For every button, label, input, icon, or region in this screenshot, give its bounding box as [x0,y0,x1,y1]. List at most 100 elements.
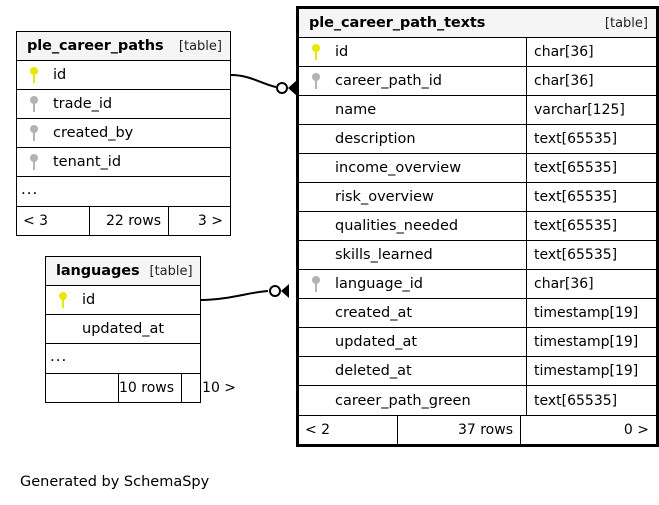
column-name-cell: trade_id [17,90,230,118]
table-node-languages[interactable]: languages [table] id updated_at... 10 rows 10… [45,256,236,403]
more-columns-cell: ... [46,344,200,373]
footer-prev-label: < 3 [23,213,49,229]
column-type-cell: text[65535] [526,154,656,182]
table-row[interactable]: career_path_id char[36] [299,67,656,96]
table-title: ple_career_path_texts [309,15,486,31]
key-slot [305,73,327,89]
table-header-ple-career-paths: ple_career_paths[table] [17,32,230,61]
column-name: id [53,67,67,83]
table-row[interactable]: created_by [17,119,230,148]
table-row[interactable]: id [46,286,200,315]
table-header-ple-career-path-texts: ple_career_path_texts [table] [299,9,656,38]
column-type-cell: timestamp[19] [526,328,656,356]
table-row[interactable]: deleted_at timestamp[19] [299,357,656,386]
table-row[interactable]: id char[36] [299,38,656,67]
table-row[interactable]: income_overview text[65535] [299,154,656,183]
column-name-cell: updated_at [299,328,526,356]
key-slot [52,292,74,308]
column-name: qualities_needed [335,218,459,234]
table-row[interactable]: tenant_id [17,148,230,177]
footer-next-label: 10 > [202,380,237,396]
table-footer-row: < 2 37 rows 0 > [299,415,656,444]
footer-next-button[interactable]: 3 > [168,207,230,235]
cardinality-zero-marker [269,285,281,297]
table-header-languages: languages [table] [46,257,200,286]
footer-next-button[interactable]: 10 > [181,374,243,402]
column-name: id [82,292,96,308]
footer-row-count-label: 37 rows [457,422,513,438]
table-type-tag: [table] [149,263,193,279]
column-name: career_path_id [335,73,443,89]
foreign-key-icon [312,276,320,292]
column-type-cell: text[65535] [526,183,656,211]
column-name: updated_at [335,334,418,350]
column-type: char[36] [534,73,594,89]
column-name-cell: qualities_needed [299,212,526,240]
ellipsis-label: ... [21,180,39,198]
column-name: language_id [335,276,423,292]
key-slot [23,67,45,83]
foreign-key-icon [30,125,38,141]
column-name-cell: id [299,38,526,66]
table-row[interactable]: created_at timestamp[19] [299,299,656,328]
table-row[interactable]: updated_at [46,315,200,344]
foreign-key-icon [30,96,38,112]
foreign-key-icon [30,154,38,170]
column-type: text[65535] [534,189,618,205]
column-type: timestamp[19] [534,363,639,379]
table-type-tag: [table] [604,15,648,31]
column-name-cell: tenant_id [17,148,230,176]
primary-key-icon [312,44,320,60]
footer-prev-button[interactable] [46,374,118,402]
table-row[interactable]: risk_overview text[65535] [299,183,656,212]
footer-prev-label: < 2 [305,422,331,438]
footer-next-button[interactable]: 0 > [520,416,656,444]
cardinality-many-marker [288,81,296,95]
table-type-tag: [table] [178,38,222,54]
footer-row-count: 10 rows [118,374,181,402]
table-row[interactable]: id [17,61,230,90]
column-type: text[65535] [534,160,618,176]
column-name-cell: risk_overview [299,183,526,211]
column-type: char[36] [534,276,594,292]
column-name-cell: id [46,286,200,314]
column-name: deleted_at [335,363,412,379]
column-name-cell: income_overview [299,154,526,182]
footer-row-count-label: 22 rows [105,213,161,229]
column-name: name [335,102,377,118]
column-type-cell: char[36] [526,38,656,66]
key-slot [23,154,45,170]
column-name: income_overview [335,160,462,176]
column-type: timestamp[19] [534,305,639,321]
footer-prev-button[interactable]: < 2 [299,416,397,444]
footer-prev-button[interactable]: < 3 [17,207,89,235]
column-name-cell: created_at [299,299,526,327]
foreign-key-icon [312,73,320,89]
ellipsis-label: ... [50,347,68,365]
table-row[interactable]: trade_id [17,90,230,119]
column-name-cell: description [299,125,526,153]
key-slot [305,276,327,292]
more-columns-row: ... [46,344,200,373]
column-type-cell: text[65535] [526,386,656,415]
footer-row-count: 22 rows [89,207,168,235]
column-type-cell: text[65535] [526,241,656,269]
column-name-cell: career_path_id [299,67,526,95]
table-title: languages [56,263,140,279]
table-row[interactable]: updated_at timestamp[19] [299,328,656,357]
table-column-list: id updated_at... [46,286,200,373]
column-name-cell: id [17,61,230,89]
column-name-cell: created_by [17,119,230,147]
column-name: created_by [53,125,134,141]
table-row[interactable]: language_id char[36] [299,270,656,299]
column-name: id [335,44,349,60]
column-name: description [335,131,416,147]
column-name-cell: deleted_at [299,357,526,385]
